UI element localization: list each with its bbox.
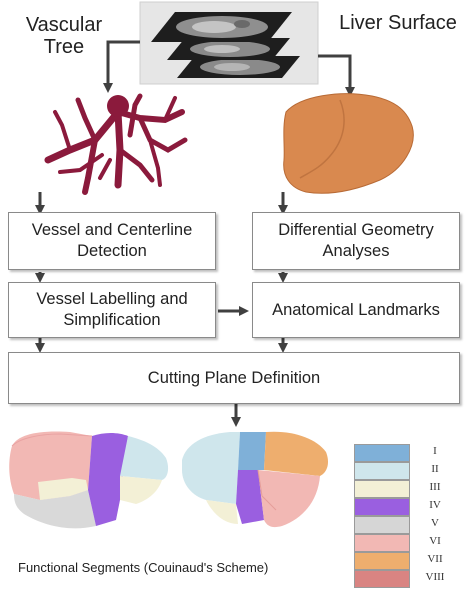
liver-surface-image [283, 93, 414, 194]
legend-swatch-vi [354, 534, 410, 552]
anatomical-landmarks-box: Anatomical Landmarks [252, 282, 460, 338]
legend-label-ii: II [431, 463, 439, 475]
legend-swatch-vii [354, 552, 410, 570]
liver-surface-label: Liver Surface [339, 12, 457, 34]
segmented-liver-left [9, 431, 169, 529]
legend-swatch-ii [354, 462, 410, 480]
legend-swatch-i [354, 444, 410, 462]
liver-surface-contour [299, 99, 345, 179]
functional-segments-caption: Functional Segments (Couinaud's Scheme) [18, 560, 269, 575]
legend-label-iv: IV [429, 499, 441, 511]
legend-swatch-iii [354, 480, 410, 498]
legend-label-iii: III [429, 481, 441, 493]
vascular-tree-image [44, 93, 188, 195]
legend-swatch-iv [354, 498, 410, 516]
legend-label-vii: VII [427, 553, 443, 565]
legend-label-i: I [433, 445, 437, 457]
legend-label-vi: VI [429, 535, 441, 547]
vessel-labelling-box: Vessel Labelling and Simplification [8, 282, 216, 338]
legend-swatch-viii [354, 570, 410, 588]
differential-geometry-box: Differential Geometry Analyses [252, 212, 460, 270]
legend-label-v: V [431, 517, 439, 529]
legend-label-viii: VIII [425, 571, 445, 583]
vessel-detection-box: Vessel and Centerline Detection [8, 212, 216, 270]
ct-slices-image [139, 1, 319, 85]
vessel-node [107, 95, 129, 117]
segmented-liver-right [182, 431, 328, 528]
legend-swatch-v [354, 516, 410, 534]
vascular-tree-label: Vascular Tree [25, 14, 103, 58]
cutting-plane-box: Cutting Plane Definition [8, 352, 460, 404]
